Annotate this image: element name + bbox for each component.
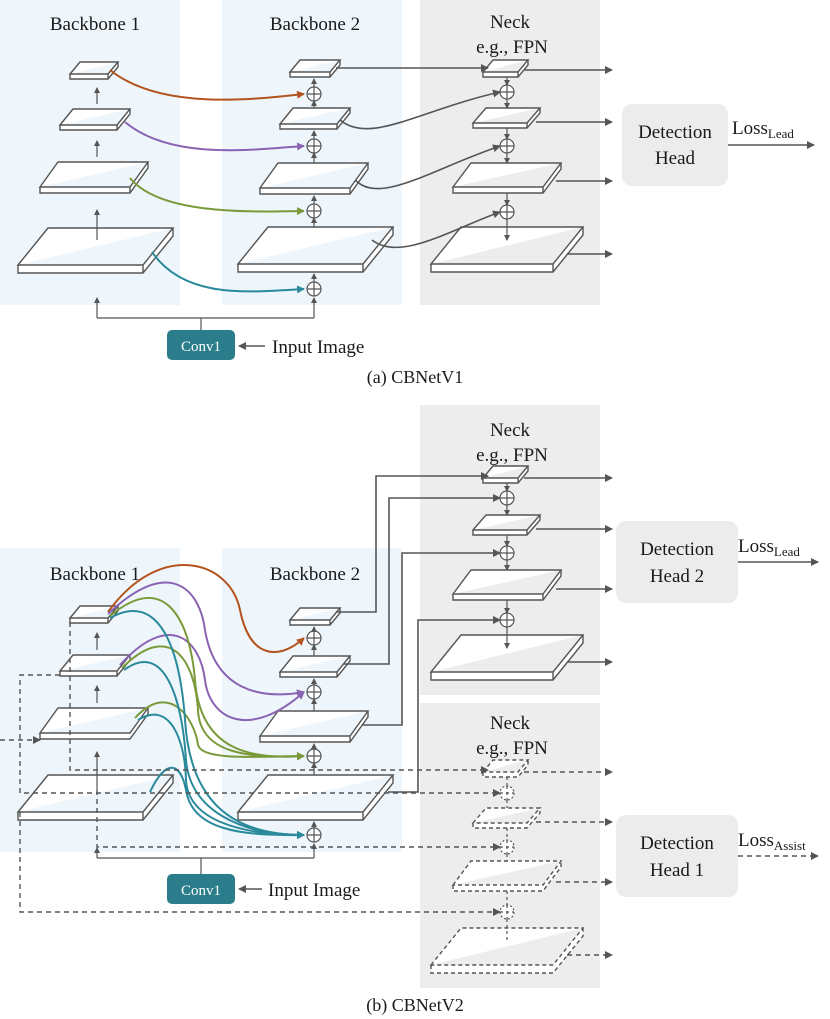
composite-connection-stage4 — [109, 69, 305, 101]
neck-bottom-sublabel: e.g., FPN — [476, 738, 548, 759]
backbone2-feature-maps — [236, 59, 395, 273]
backbone2-feature-maps-b — [236, 607, 395, 821]
neck-top-label: Neck — [490, 420, 531, 441]
detection-head-2-label-1: Detection — [640, 539, 714, 560]
backbone2-label-b: Backbone 2 — [270, 564, 360, 585]
panel-a: Backbone 1 Backbone 2 Neck e.g., FPN — [0, 0, 815, 388]
detection-head — [622, 104, 728, 186]
caption-b: (b) CBNetV2 — [366, 995, 464, 1016]
composite-connection-stage3 — [124, 121, 305, 152]
detection-head-1-label-1: Detection — [640, 833, 714, 854]
loss-lead-label-b: LossLead — [738, 536, 800, 559]
loss-assist-label: LossAssist — [738, 830, 806, 853]
detection-head-label-1: Detection — [638, 122, 712, 143]
conv1-block-b — [167, 874, 235, 904]
detection-head-label-2: Head — [655, 148, 696, 169]
neck-feature-maps — [429, 59, 585, 273]
backbone1-feature-maps — [16, 61, 175, 274]
neck-top-sublabel: e.g., FPN — [476, 445, 548, 466]
caption-a: (a) CBNetV1 — [367, 367, 463, 388]
composite-connection-stage1 — [151, 251, 305, 294]
panel-b: Backbone 1 Backbone 2 Neck e.g., FPN Nec… — [0, 405, 819, 1016]
neck-sublabel: e.g., FPN — [476, 37, 548, 58]
backbone1-label: Backbone 1 — [50, 14, 140, 35]
detection-head-1 — [616, 815, 738, 897]
detection-head-1-label-2: Head 1 — [650, 860, 704, 881]
neck-bottom-feature-maps — [429, 759, 585, 974]
detection-head-2-label-2: Head 2 — [650, 566, 704, 587]
detection-head-2 — [616, 521, 738, 603]
backbone2-fusion-nodes — [306, 86, 322, 297]
conv1-label-b: Conv1 — [181, 883, 221, 899]
backbone2-label: Backbone 2 — [270, 14, 360, 35]
backbone1-label-b: Backbone 1 — [50, 564, 140, 585]
composite-connection-stage2 — [129, 177, 305, 216]
loss-lead-label: LossLead — [732, 118, 794, 141]
neck-top-feature-maps — [429, 465, 585, 681]
input-image-label: Input Image — [272, 337, 364, 358]
neck-bottom-label: Neck — [490, 713, 531, 734]
conv1-block — [167, 330, 235, 360]
neck-label: Neck — [490, 12, 531, 33]
input-image-label-b: Input Image — [268, 880, 360, 901]
conv1-label: Conv1 — [181, 339, 221, 355]
